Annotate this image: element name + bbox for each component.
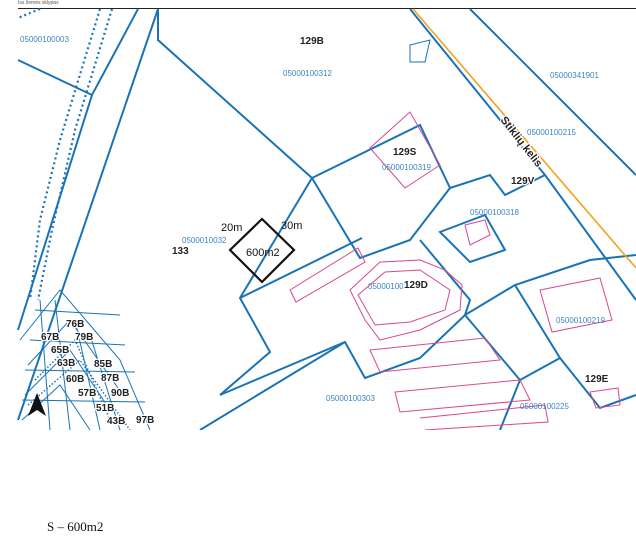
parcel-05000100225: 05000100225 [520, 402, 569, 411]
dense-dotted [27, 338, 131, 430]
house-129s: 129S [393, 147, 417, 158]
parcel-05000100318: 05000100318 [470, 208, 519, 217]
house-65b: 65B [51, 345, 69, 356]
parcel-boundaries [17, 8, 636, 430]
plot-area-label: 600m2 [246, 247, 280, 259]
parcel-05000100312: 05000100312 [283, 69, 332, 78]
area-caption: S – 600m2 [47, 519, 104, 534]
parcel-05000100320: 05000100320 [368, 282, 417, 291]
house-129d: 129D [404, 280, 428, 291]
house-87b: 87B [101, 373, 119, 384]
house-129v: 129V [511, 176, 535, 187]
dense-parcels [19, 289, 151, 430]
road-line [412, 8, 636, 269]
house-51b: 51B [96, 403, 114, 414]
house-85b: 85B [94, 359, 112, 370]
plot-600m2[interactable]: 20m 30m 600m2 [221, 217, 302, 284]
north-arrow-icon [28, 393, 46, 416]
house-97b: 97B [136, 415, 154, 426]
plot-side-a-label: 20m [221, 222, 242, 234]
buildings [289, 111, 621, 430]
house-63b: 63B [57, 358, 75, 369]
house-133: 133 [172, 246, 189, 257]
house-76b: 76B [66, 319, 84, 330]
house-129b: 129B [300, 36, 324, 47]
cadastral-map[interactable]: 20m 30m 600m2 05000100003 05000100312 05… [0, 0, 636, 430]
house-90b: 90B [111, 388, 129, 399]
house-57b: 57B [78, 388, 96, 399]
house-67b: 67B [41, 332, 59, 343]
house-129e: 129E [585, 374, 609, 385]
parcel-05000100215: 05000100215 [527, 128, 576, 137]
house-79b: 79B [75, 332, 93, 343]
dotted-boundaries [17, 7, 114, 301]
house-number-labels: 129B 129S 129V 133 129D 129E 76B 67B 79B… [40, 35, 610, 429]
plot-side-b-label: 30m [281, 220, 302, 232]
house-43b: 43B [107, 416, 125, 427]
street-name-label: Stiklių kelis [498, 114, 545, 169]
parcel-05000100219: 05000100219 [556, 316, 605, 325]
house-60b: 60B [66, 374, 84, 385]
parcel-id-labels: 05000100003 05000100312 05000341901 0500… [20, 35, 605, 411]
parcel-0500010032: 0500010032 [182, 236, 227, 245]
parcel-05000100303: 05000100303 [326, 394, 375, 403]
thin-boundaries [409, 39, 431, 63]
parcel-05000100003: 05000100003 [20, 35, 69, 44]
parcel-05000341901: 05000341901 [550, 71, 599, 80]
map-header-text: Iss žemės sklypas [18, 0, 59, 6]
parcel-05000100319: 05000100319 [382, 163, 431, 172]
